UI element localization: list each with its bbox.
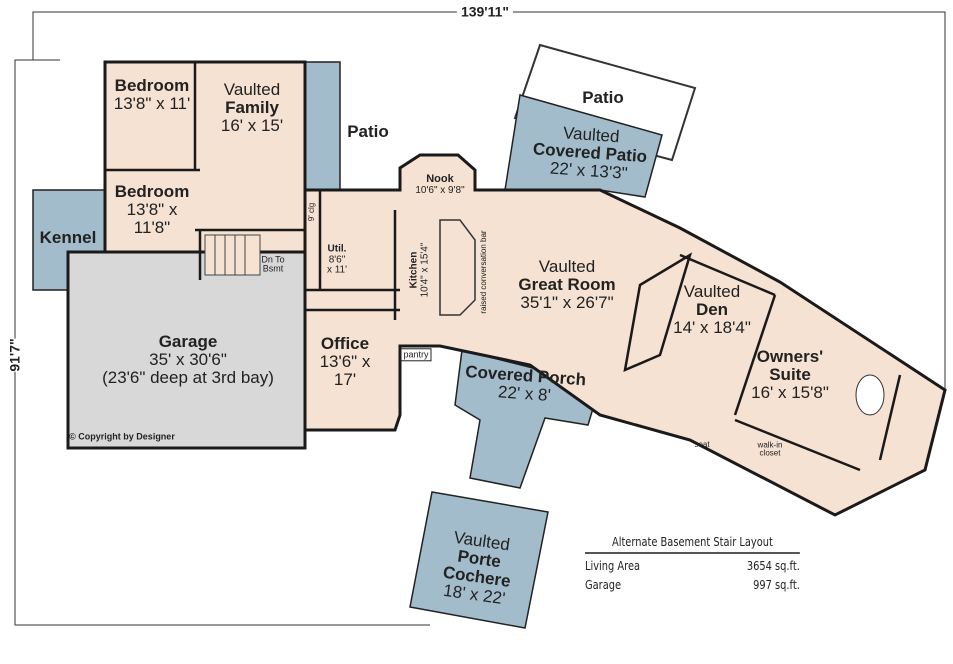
area-table-title: Alternate Basement Stair Layout (585, 535, 800, 554)
seat-label: seat (694, 439, 710, 449)
conversation-bar-label: raised conversation bar (478, 230, 488, 314)
interior-walls (105, 62, 902, 472)
bathtub (855, 374, 885, 416)
area-value: 997 sq.ft. (753, 578, 800, 592)
kitchen-island (439, 219, 476, 316)
patio-left-label: Patio (347, 122, 389, 142)
porte-cochere-area (409, 491, 549, 629)
patio-strip (304, 61, 341, 193)
area-row-living: Living Area 3654 sq.ft. (585, 559, 800, 573)
covered-patio-area (504, 94, 663, 198)
area-label: Garage (585, 578, 622, 592)
area-value: 3654 sq.ft. (746, 559, 800, 573)
depth-dimension: 91'7" (6, 338, 23, 372)
area-label: Living Area (585, 559, 641, 573)
patio-right-label: Patio (582, 88, 624, 108)
ceiling-height-label: 9' clg (306, 202, 316, 222)
area-row-garage: Garage 997 sq.ft. (585, 578, 800, 592)
bedroom-wing (103, 60, 307, 254)
kennel-label: Kennel (39, 228, 97, 248)
width-dimension: 139'11" (456, 4, 514, 20)
copyright-notice: © Copyright by Designer (69, 431, 175, 442)
util-label: Util.8'6"x 11' (326, 243, 348, 276)
basement-stairs (204, 234, 261, 276)
main-living-area (303, 153, 947, 517)
pantry-label: pantry (400, 348, 432, 362)
area-table: Alternate Basement Stair Layout Living A… (585, 535, 800, 592)
